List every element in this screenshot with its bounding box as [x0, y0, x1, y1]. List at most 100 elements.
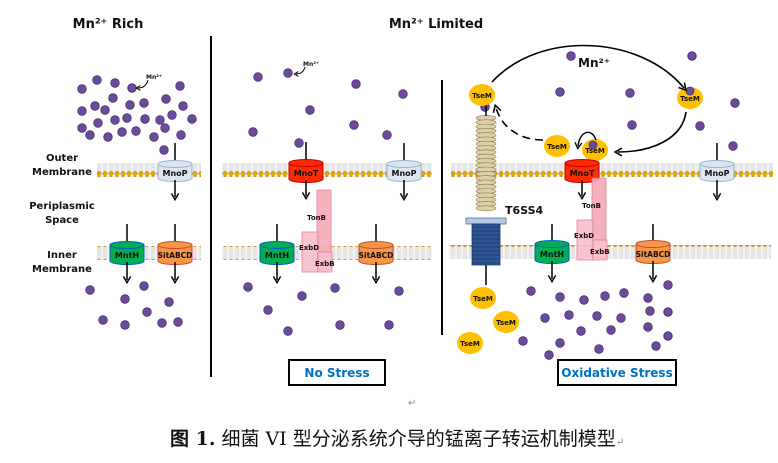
mn-ion — [544, 350, 554, 360]
exbb-label: ExbB — [315, 260, 335, 268]
tsem-label: TseM — [585, 147, 605, 155]
mn-ion — [77, 106, 87, 116]
tsem-mn-complex: TseM — [582, 139, 608, 161]
mn-ion — [248, 127, 258, 137]
mn-ion — [651, 341, 661, 351]
mnop-nostress: MnoP — [386, 160, 422, 182]
mn-ion — [625, 88, 635, 98]
tsem-secreted: TseM — [493, 311, 519, 333]
mn-ion — [120, 294, 130, 304]
mn-ion — [384, 320, 394, 330]
mn-ion — [253, 72, 263, 82]
mnot-nostress-label: MnoT — [294, 169, 319, 178]
mn-ion — [594, 344, 604, 354]
mn-ion — [127, 83, 137, 93]
mn-ion — [92, 75, 102, 85]
tsem-secreted: TseM — [457, 332, 483, 354]
mnth-oxidative-label: MntH — [540, 250, 564, 259]
caption-para-mark: ↵ — [615, 437, 625, 448]
mn-ion-label-rich: Mn²⁺ — [135, 74, 162, 91]
mn-ion — [382, 130, 392, 140]
mn-ion — [159, 145, 169, 155]
mn-ion — [139, 281, 149, 291]
mn-ion — [283, 68, 293, 78]
mn-ion — [178, 101, 188, 111]
mnop-oxidative-label: MnoP — [704, 169, 729, 178]
mn-ion — [600, 291, 610, 301]
outer-membrane-nostress — [222, 163, 432, 177]
t6ss4-membrane-complex — [471, 223, 501, 266]
tsem-label: TseM — [473, 295, 493, 303]
mn-ion — [157, 318, 167, 328]
mn-ion — [167, 110, 177, 120]
mn-ion — [110, 115, 120, 125]
mnot-nostress: MnoT — [288, 159, 324, 183]
no-stress-label-box: No Stress — [288, 359, 386, 386]
mn-ion — [627, 120, 637, 130]
t6ss4-baseplate — [465, 217, 507, 225]
mn-ion-label-nostress: Mn²⁺ — [293, 61, 319, 77]
tsem-free: TseM — [544, 135, 570, 157]
mn-ion — [294, 138, 304, 148]
mn-ion — [131, 126, 141, 136]
mnot-oxidative-label: MnoT — [570, 169, 595, 178]
mn-ion — [351, 79, 361, 89]
inner-membrane-oxidative — [449, 245, 771, 259]
mn-ion — [349, 120, 359, 130]
mn-ion — [263, 305, 273, 315]
mn-ion — [566, 51, 576, 61]
mnop-oxidative: MnoP — [699, 160, 735, 182]
svg-text:Mn²⁺: Mn²⁺ — [146, 74, 162, 81]
cycle-arrow-small — [574, 131, 597, 150]
tsem-label: TseM — [680, 95, 700, 103]
side-label-outer-membrane: Outer Membrane — [32, 153, 92, 178]
mn-ion — [728, 141, 738, 151]
figure-caption: 图 1. 细菌 VI 型分泌系统介导的锰离子转运机制模型↵ — [170, 424, 624, 451]
svg-text:Membrane: Membrane — [32, 167, 92, 178]
mn-ion — [687, 51, 697, 61]
mn-ion — [555, 338, 565, 348]
svg-text:Oxidative Stress: Oxidative Stress — [561, 366, 672, 380]
oxidative-stress-label-box: Oxidative Stress — [557, 359, 677, 386]
mn-ion — [588, 140, 598, 150]
mnth-rich: MntH — [109, 241, 145, 265]
mn-ion — [85, 130, 95, 140]
tsem-bound-mn: TseM — [677, 87, 703, 109]
mn-ion — [98, 315, 108, 325]
mn-ion — [100, 105, 110, 115]
mn-ion — [77, 123, 87, 133]
mn-ion — [564, 310, 574, 320]
t6ss4-label: T6SS4 — [505, 204, 544, 217]
caption-text: 细菌 VI 型分泌系统介导的锰离子转运机制模型 — [221, 428, 616, 450]
cycle-arrow-dashed — [492, 103, 544, 141]
cycle-arrow-top — [491, 44, 687, 92]
mn-ion — [77, 84, 87, 94]
tonb-label: TonB — [307, 214, 326, 222]
exbd-label: ExbD — [574, 232, 594, 240]
mn-ion — [518, 336, 528, 346]
t6ss4-sheath — [475, 115, 497, 212]
mn-ion — [155, 115, 165, 125]
mnop-rich: MnoP — [157, 160, 193, 182]
mn-ion — [117, 127, 127, 137]
mn-ion — [335, 320, 345, 330]
svg-text:Inner: Inner — [47, 250, 77, 261]
svg-text:Space: Space — [45, 215, 79, 226]
mnot-oxidative: MnoT — [564, 159, 600, 183]
mn-ion — [139, 98, 149, 108]
mn-ions — [77, 51, 740, 360]
mn-ion — [540, 313, 550, 323]
side-label-inner-membrane: Inner Membrane — [32, 250, 92, 275]
svg-text:No Stress: No Stress — [304, 366, 369, 380]
mn-ion — [297, 291, 307, 301]
mn-ion — [645, 306, 655, 316]
mn-ion — [663, 280, 673, 290]
panel-title-rich: Mn²⁺ Rich — [73, 17, 144, 32]
mn-ion — [90, 101, 100, 111]
svg-text:Membrane: Membrane — [32, 264, 92, 275]
mnop-nostress-label: MnoP — [391, 169, 416, 178]
mn-ion — [592, 311, 602, 321]
exbd-label: ExbD — [299, 244, 319, 252]
tsem-secreted: TseM — [469, 84, 495, 106]
